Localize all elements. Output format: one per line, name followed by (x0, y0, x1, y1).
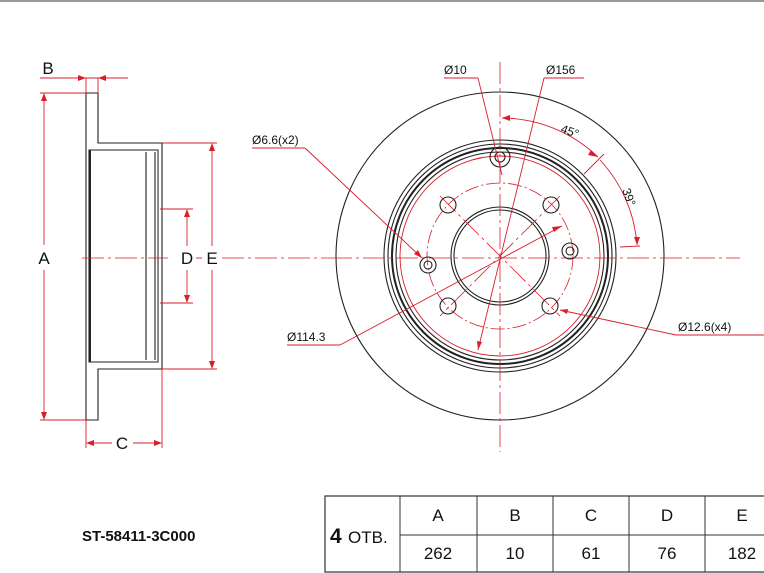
header-e: E (736, 506, 747, 525)
dim-c-label: C (116, 434, 128, 453)
header-a: A (432, 506, 444, 525)
angle-39-label: 39° (619, 186, 638, 208)
holes-count: 4 (330, 525, 342, 548)
dim-a-label: A (38, 249, 50, 268)
callout-locating-holes: Ø6.6(x2) (252, 133, 299, 147)
callout-bolt-circle: Ø114.3 (287, 330, 326, 344)
value-a: 262 (424, 544, 452, 563)
header-b: B (509, 506, 520, 525)
value-c: 61 (582, 544, 601, 563)
front-view: Ø10 Ø156 Ø6.6(x2) Ø114.3 Ø12.6(x4) 45° 3… (252, 62, 764, 452)
locating-hole (561, 242, 579, 260)
spec-table: 4 ОТВ. A B C D E 262 10 61 76 182 (324, 495, 764, 573)
holes-label: ОТВ. (348, 528, 388, 547)
angle-45-label: 45° (559, 122, 581, 141)
header-c: C (585, 506, 597, 525)
part-number: ST-58411-3C000 (82, 528, 195, 545)
value-b: 10 (506, 544, 525, 563)
value-d: 76 (658, 544, 677, 563)
dim-d-label: D (181, 249, 193, 268)
dim-b-label: B (42, 59, 53, 78)
dim-e-label: E (206, 249, 217, 268)
callout-outer-ring: Ø156 (546, 63, 576, 77)
bolt-holes (439, 196, 560, 315)
callout-bolt-holes: Ø12.6(x4) (678, 320, 731, 334)
locating-hole (419, 256, 437, 274)
callout-hole-small: Ø10 (444, 63, 467, 77)
side-view: A B C D E (38, 59, 330, 453)
hat-interior (88, 149, 159, 363)
value-e: 182 (728, 544, 756, 563)
header-d: D (661, 506, 673, 525)
